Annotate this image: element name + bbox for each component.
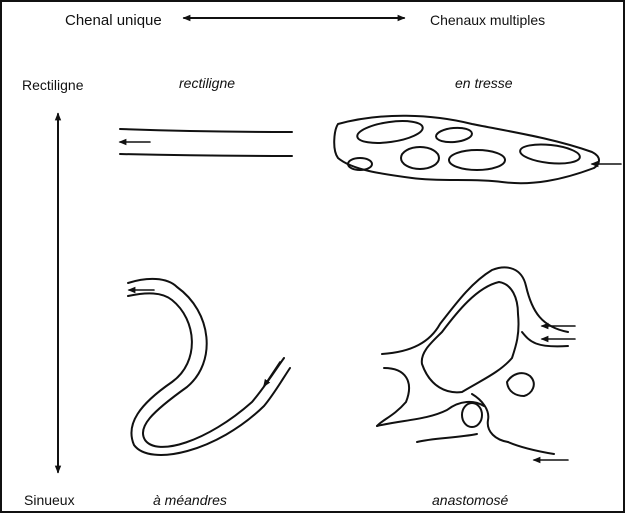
anastomosing-channel [377,267,575,460]
top-right-label: Chenaux multiples [430,12,545,28]
left-top-label: Rectiligne [22,77,83,93]
top-left-label: Chenal unique [65,13,162,29]
left-bottom-label: Sinueux [24,492,75,508]
straight-channel [120,129,292,156]
anastomosing-label: anastomosé [432,492,508,508]
braided-label: en tresse [455,75,513,91]
braided-channel [334,116,621,184]
straight-label: rectiligne [179,75,235,91]
meandering-label: à méandres [153,492,227,508]
meandering-channel [128,279,290,455]
